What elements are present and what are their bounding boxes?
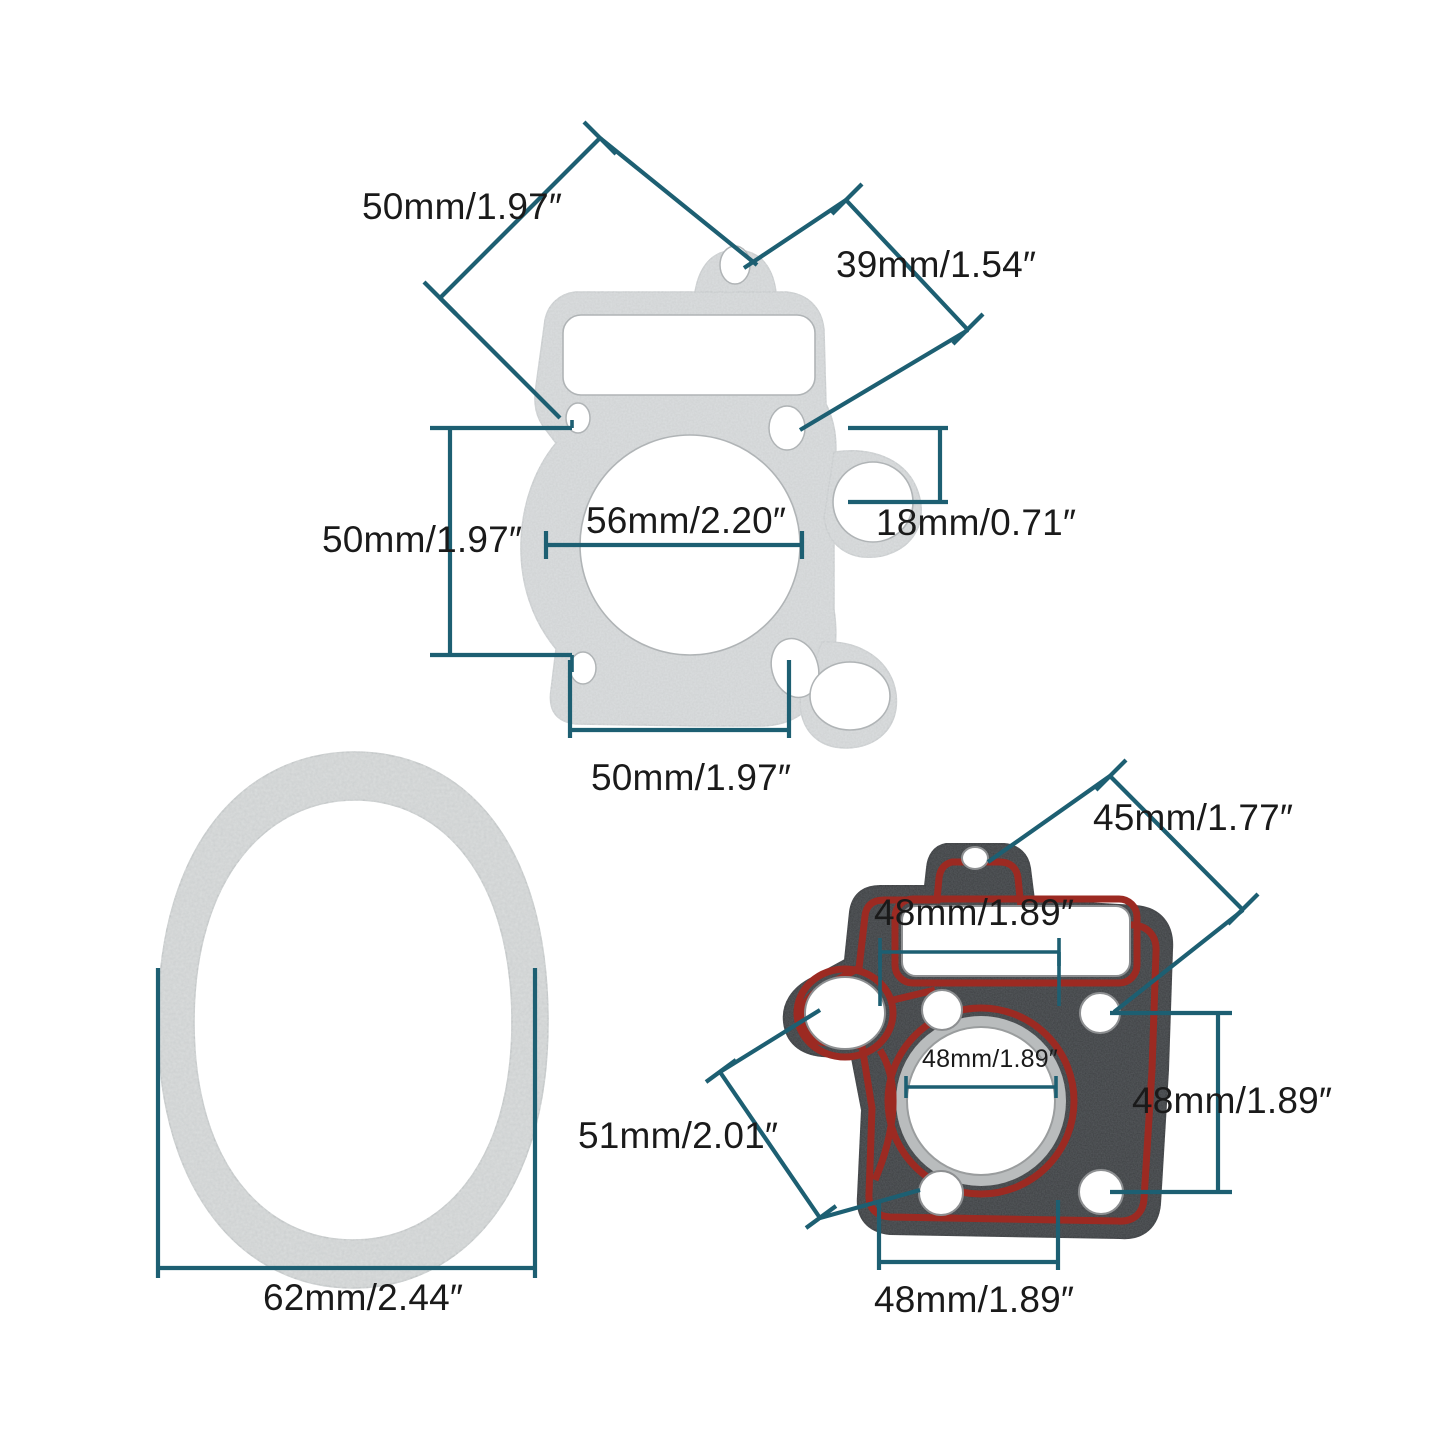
dimension-d9 — [878, 938, 1061, 1006]
base-gasket-bolt-slot-lower-right — [770, 637, 820, 699]
dimension-d10 — [904, 1076, 1058, 1098]
dimension-label-d3: 50mm/1.97″ — [322, 519, 522, 560]
cylinder-base-gasket — [520, 245, 922, 749]
head-gasket-top-port — [901, 905, 1131, 977]
head-gasket-silicone-bead-outer — [797, 858, 1160, 1225]
base-gasket-bolt-hole-lower-left — [569, 651, 597, 685]
dimension-d3 — [430, 420, 574, 672]
dimension-d2 — [742, 182, 985, 432]
exhaust-ring-gasket — [157, 751, 549, 1289]
dimension-label-d13: 48mm/1.89″ — [874, 1279, 1074, 1320]
dimension-d5 — [848, 425, 948, 505]
dimension-label-d5: 18mm/0.71″ — [876, 502, 1076, 543]
dimension-d12 — [704, 1008, 921, 1230]
dimension-d13 — [876, 1200, 1061, 1270]
dimension-label-d11: 48mm/1.89″ — [1132, 1080, 1332, 1121]
head-gasket-bead-web-lower — [871, 1048, 897, 1182]
head-gasket-bead-left-port — [793, 965, 897, 1061]
dimension-label-d8: 45mm/1.77″ — [1093, 797, 1293, 838]
base-gasket-top-port — [562, 314, 816, 396]
dimension-label-d4: 56mm/2.20″ — [586, 500, 786, 541]
dimension-label-d7: 62mm/2.44″ — [263, 1277, 463, 1318]
head-gasket-bead-top-port — [891, 895, 1141, 987]
head-gasket-left-oval-port — [804, 976, 886, 1050]
dimension-d11 — [1110, 1010, 1232, 1195]
head-gasket-center-bore — [906, 1026, 1056, 1176]
dimension-label-d1: 50mm/1.97″ — [362, 186, 562, 227]
dimension-d1 — [422, 120, 759, 420]
head-gasket-bead-center-bore — [884, 1004, 1078, 1198]
dimension-d4 — [543, 531, 805, 559]
dimension-label-d9: 48mm/1.89″ — [874, 892, 1074, 933]
dimension-label-d12: 51mm/2.01″ — [578, 1115, 778, 1156]
head-gasket-bolt-hole-bottom-left — [918, 1170, 964, 1216]
dimension-label-d10: 48mm/1.89″ — [922, 1045, 1058, 1073]
dimension-label-d6: 50mm/1.97″ — [591, 757, 791, 798]
head-gasket-bead-web-upper — [892, 986, 936, 1004]
head-gasket-bolt-hole-top-boss — [961, 846, 989, 870]
ring-gasket-body — [157, 751, 549, 1289]
dimension-d7 — [155, 968, 538, 1278]
dimension-label-d2: 39mm/1.54″ — [836, 244, 1036, 285]
base-gasket-lower-opening — [809, 661, 891, 731]
dimension-d6 — [567, 660, 792, 738]
dimension-d8 — [986, 758, 1260, 1014]
head-gasket-bolt-hole-top-left — [921, 989, 963, 1031]
